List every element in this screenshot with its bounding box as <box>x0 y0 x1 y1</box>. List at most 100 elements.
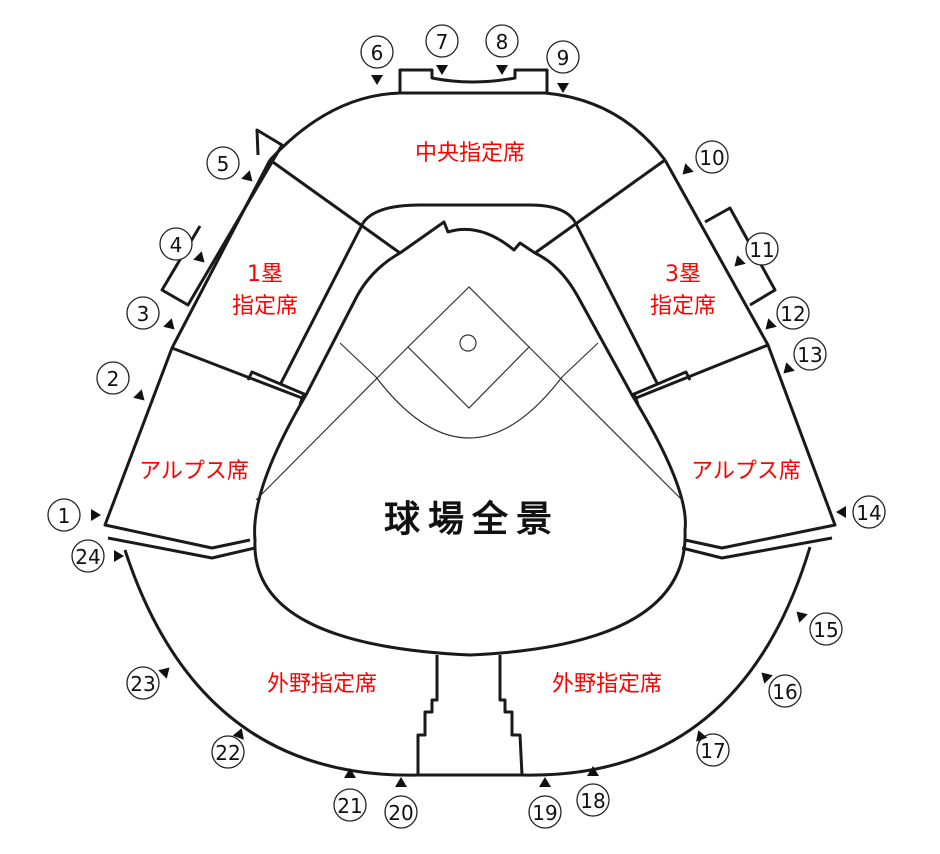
backstop-box <box>398 68 549 93</box>
gate-circle <box>852 495 886 529</box>
gate-number: 23 <box>130 672 155 696</box>
label-first-base-2: 指定席 <box>232 294 298 319</box>
gate-circle <box>576 783 610 817</box>
gate-pointer-icon <box>158 667 170 679</box>
outer-wall-top <box>268 91 667 162</box>
gate-number: 10 <box>699 146 724 170</box>
gate-22: 22 <box>211 728 245 769</box>
gate-circle <box>485 24 519 58</box>
gate-pointer-icon <box>539 777 551 787</box>
center-passage <box>416 655 524 776</box>
left-small-box <box>246 370 306 405</box>
gate-number: 7 <box>436 30 449 54</box>
gate-pointer-icon <box>796 611 808 623</box>
gate-pointer-icon <box>344 768 356 778</box>
gate-15: 15 <box>796 611 843 646</box>
gate-pointer-icon <box>163 318 175 330</box>
gate-14: 14 <box>836 495 886 529</box>
gate-pointer-icon <box>496 65 508 75</box>
gate-circle <box>333 788 367 822</box>
gate-circle <box>47 498 81 532</box>
gate-pointer-icon <box>193 251 205 263</box>
gate-number: 3 <box>137 302 150 326</box>
label-outfield-left: 外野指定席 <box>267 672 377 697</box>
gate-7: 7 <box>425 24 459 75</box>
gate-number: 9 <box>557 46 570 70</box>
gate-23: 23 <box>126 666 170 700</box>
gate-20: 20 <box>384 777 418 829</box>
outer-wall-right <box>663 159 837 550</box>
gate-13: 13 <box>783 337 827 374</box>
gate-number: 8 <box>496 30 509 54</box>
label-alps-left: アルプス席 <box>139 459 249 484</box>
gate-circle <box>768 674 802 708</box>
label-outfield-right: 外野指定席 <box>552 672 662 697</box>
left-alps-edge <box>107 536 256 560</box>
gate-3: 3 <box>126 296 175 330</box>
field-outline <box>253 220 687 657</box>
gate-number: 5 <box>217 152 230 176</box>
right-small-box <box>632 370 692 405</box>
label-first-base-1: 1塁 <box>247 262 283 287</box>
gate-circle <box>546 40 580 74</box>
gate-circle <box>96 361 130 395</box>
gate-number: 14 <box>856 501 881 525</box>
gate-circle <box>696 733 730 767</box>
gate-circle <box>745 232 779 266</box>
gate-pointer-icon <box>836 506 846 518</box>
gate-pointer-icon <box>696 730 708 742</box>
gate-1: 1 <box>47 498 101 532</box>
gate-16: 16 <box>761 672 802 708</box>
gate-9: 9 <box>546 40 580 93</box>
gate-number: 16 <box>772 680 797 704</box>
gate-4: 4 <box>159 227 205 263</box>
gate-pointer-icon <box>436 65 448 75</box>
gate-circle <box>159 227 193 261</box>
gate-pointer-icon <box>557 83 569 93</box>
gate-10: 10 <box>682 140 729 175</box>
gate-number: 11 <box>749 238 774 262</box>
gate-17: 17 <box>696 730 730 767</box>
gate-24: 24 <box>71 539 124 573</box>
gate-pointer-icon <box>765 318 777 330</box>
gate-11: 11 <box>734 232 779 267</box>
gate-circle <box>71 539 105 573</box>
gate-number: 20 <box>388 801 413 825</box>
label-alps-right: アルプス席 <box>691 459 801 484</box>
gate-number: 17 <box>700 739 725 763</box>
gate-number: 15 <box>813 618 838 642</box>
section-dividers <box>171 158 769 400</box>
right-alps-edge <box>681 536 833 560</box>
gate-12: 12 <box>765 296 810 330</box>
foul-lines <box>255 346 683 501</box>
label-third-base-1: 3塁 <box>665 262 701 287</box>
gate-21: 21 <box>333 768 367 822</box>
gate-19: 19 <box>528 777 562 829</box>
gate-circle <box>126 666 160 700</box>
gate-8: 8 <box>485 24 519 75</box>
gate-circle <box>793 337 827 371</box>
gate-pointer-icon <box>133 389 145 401</box>
gate-circle <box>211 735 245 769</box>
backstop-area <box>361 203 577 224</box>
gate-pointer-icon <box>91 509 101 521</box>
left-annex <box>160 128 284 307</box>
gate-circle <box>206 146 240 180</box>
gate-circle <box>360 35 394 69</box>
outfield-wall <box>123 546 812 777</box>
gate-18: 18 <box>576 766 610 817</box>
label-center-reserved: 中央指定席 <box>415 141 525 166</box>
gate-pointer-icon <box>395 777 407 787</box>
gate-pointer-icon <box>734 255 746 267</box>
infield-grass-edge <box>339 342 599 439</box>
gate-pointer-icon <box>232 728 244 740</box>
gate-pointer-icon <box>371 75 383 85</box>
gate-number: 18 <box>580 789 605 813</box>
gate-number: 12 <box>780 302 805 326</box>
gate-number: 1 <box>58 504 71 528</box>
gate-circle <box>695 140 729 174</box>
label-third-base-2: 指定席 <box>650 294 716 319</box>
gate-pointer-icon <box>761 672 773 684</box>
